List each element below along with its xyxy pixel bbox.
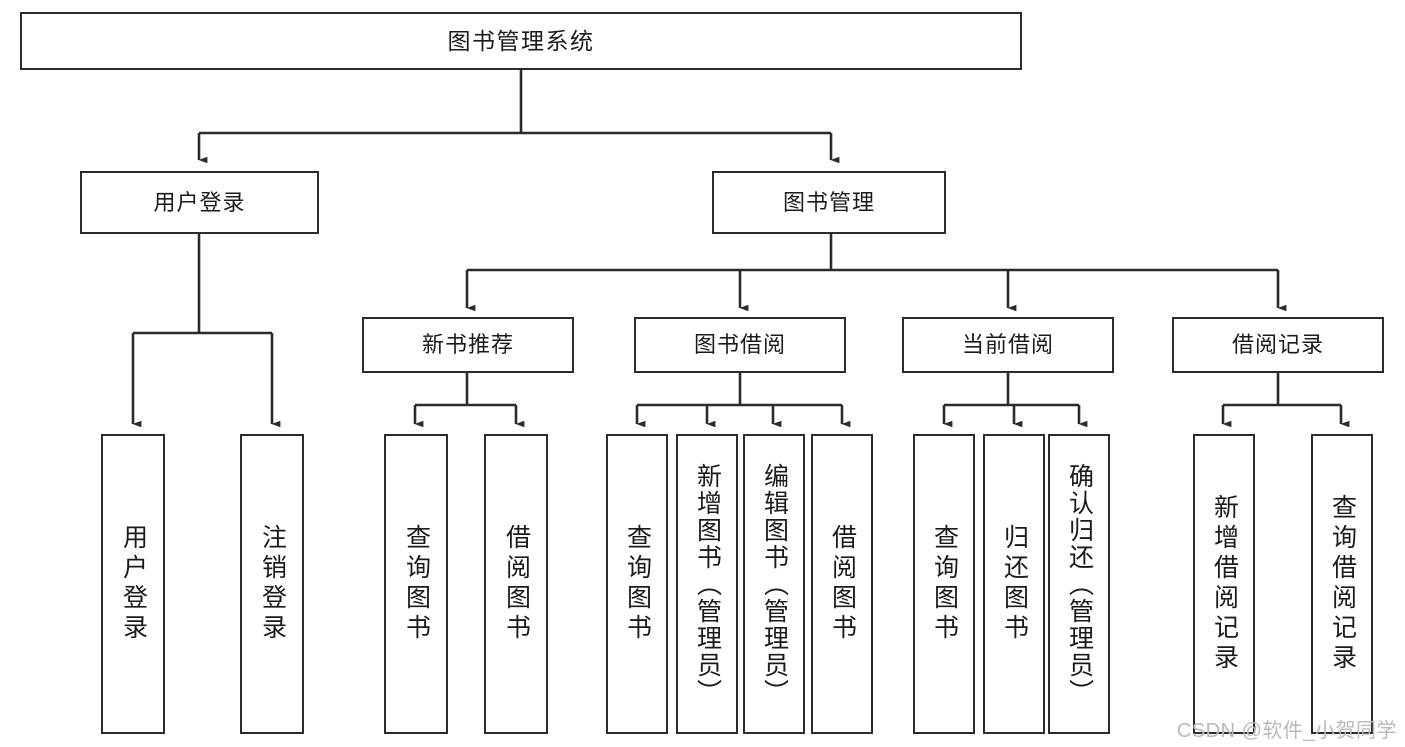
node-leaf-borrow-book-1-label: 借阅图书 bbox=[502, 524, 531, 644]
node-borrow-record[interactable]: 借阅记录 bbox=[1172, 317, 1384, 373]
node-leaf-add-book-label: 新增图书（管理员） bbox=[693, 462, 722, 706]
node-root[interactable]: 图书管理系统 bbox=[20, 12, 1022, 70]
node-leaf-return-book[interactable]: 归还图书 bbox=[983, 434, 1045, 734]
node-leaf-confirm-return-label: 确认归还（管理员） bbox=[1065, 462, 1094, 706]
node-new-book-recommend[interactable]: 新书推荐 bbox=[362, 317, 574, 373]
node-book-management-label: 图书管理 bbox=[782, 189, 875, 215]
node-new-book-recommend-label: 新书推荐 bbox=[421, 332, 514, 358]
node-leaf-user-logout-label: 注销登录 bbox=[258, 524, 287, 644]
node-leaf-edit-book-label: 编辑图书（管理员） bbox=[760, 462, 789, 706]
node-leaf-user-login[interactable]: 用户登录 bbox=[101, 434, 165, 734]
node-leaf-add-record[interactable]: 新增借阅记录 bbox=[1193, 434, 1255, 734]
node-current-borrow-label: 当前借阅 bbox=[961, 332, 1054, 358]
node-leaf-query-record-label: 查询借阅记录 bbox=[1328, 494, 1357, 674]
node-leaf-query-book-1[interactable]: 查询图书 bbox=[384, 434, 448, 734]
node-leaf-edit-book[interactable]: 编辑图书（管理员） bbox=[743, 434, 805, 734]
node-leaf-query-book-3-label: 查询图书 bbox=[930, 524, 959, 644]
node-user-login-label: 用户登录 bbox=[153, 189, 246, 215]
node-leaf-user-logout[interactable]: 注销登录 bbox=[240, 434, 304, 734]
node-leaf-confirm-return[interactable]: 确认归还（管理员） bbox=[1048, 434, 1110, 734]
node-leaf-query-record[interactable]: 查询借阅记录 bbox=[1311, 434, 1373, 734]
node-user-login[interactable]: 用户登录 bbox=[80, 171, 319, 234]
node-leaf-query-book-1-label: 查询图书 bbox=[402, 524, 431, 644]
node-leaf-return-book-label: 归还图书 bbox=[1000, 524, 1029, 644]
node-borrow-record-label: 借阅记录 bbox=[1231, 332, 1324, 358]
node-leaf-add-book[interactable]: 新增图书（管理员） bbox=[676, 434, 738, 734]
node-root-label: 图书管理系统 bbox=[447, 27, 595, 54]
node-leaf-borrow-book-2[interactable]: 借阅图书 bbox=[811, 434, 873, 734]
node-book-borrow[interactable]: 图书借阅 bbox=[634, 317, 846, 373]
node-current-borrow[interactable]: 当前借阅 bbox=[902, 317, 1114, 373]
node-book-borrow-label: 图书借阅 bbox=[693, 332, 786, 358]
node-leaf-borrow-book-1[interactable]: 借阅图书 bbox=[484, 434, 548, 734]
node-leaf-query-book-2-label: 查询图书 bbox=[623, 524, 652, 644]
node-leaf-user-login-label: 用户登录 bbox=[119, 524, 148, 644]
node-leaf-add-record-label: 新增借阅记录 bbox=[1210, 494, 1239, 674]
node-book-management[interactable]: 图书管理 bbox=[712, 171, 946, 234]
node-leaf-query-book-2[interactable]: 查询图书 bbox=[606, 434, 668, 734]
node-leaf-query-book-3[interactable]: 查询图书 bbox=[913, 434, 975, 734]
node-leaf-borrow-book-2-label: 借阅图书 bbox=[828, 524, 857, 644]
